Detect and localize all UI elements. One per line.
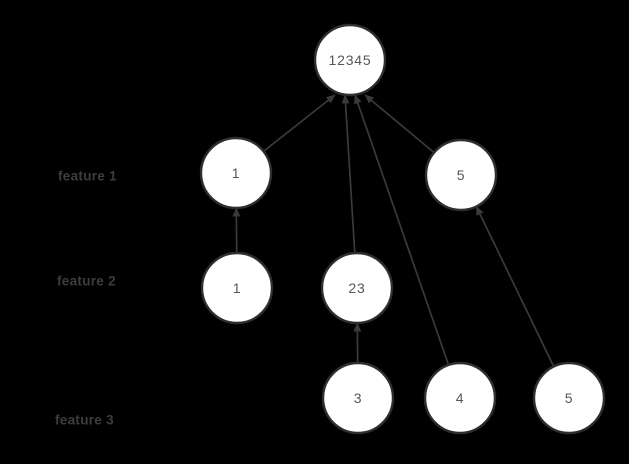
graph-node: 12345 [313, 23, 387, 97]
node-circle [321, 361, 395, 435]
graph-edge [341, 94, 356, 254]
graph-node: 5 [424, 138, 498, 212]
node-circle [532, 361, 606, 435]
graph-node: 1 [199, 136, 273, 210]
node-circle [320, 251, 394, 325]
graph-edge [262, 94, 336, 152]
row-label: feature 2 [57, 274, 116, 289]
graph-node: 23 [320, 251, 394, 325]
node-label: 3 [354, 390, 363, 406]
graph-node: 1 [200, 251, 274, 325]
node-label: 4 [456, 390, 465, 406]
graph-node: 3 [321, 361, 395, 435]
graph-node: 4 [423, 361, 497, 435]
graph-node: 5 [532, 361, 606, 435]
node-label: 12345 [329, 52, 372, 68]
node-label: 23 [348, 280, 365, 296]
node-circle [313, 23, 387, 97]
node-label: 1 [232, 165, 241, 181]
node-circle [423, 361, 497, 435]
node-circle [199, 136, 273, 210]
row-label: feature 3 [55, 413, 114, 428]
node-label: 5 [457, 167, 466, 183]
graph-edge [354, 94, 450, 366]
node-circle [200, 251, 274, 325]
graph-edge [364, 94, 435, 154]
graph-edge [475, 206, 555, 367]
node-circle [424, 138, 498, 212]
node-label: 5 [565, 390, 574, 406]
row-label: feature 1 [58, 169, 117, 184]
node-label: 1 [233, 280, 242, 296]
